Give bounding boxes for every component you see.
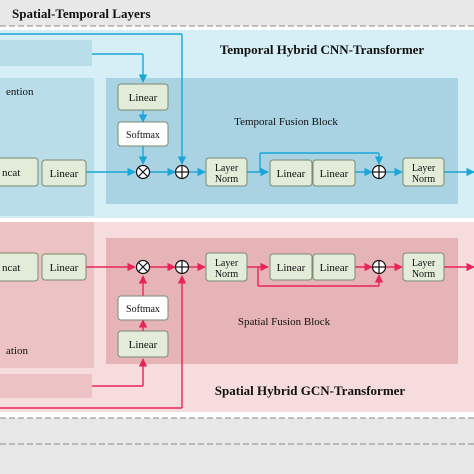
spatial-add-icon-1 xyxy=(174,259,190,275)
spatial-layernorm-2-box xyxy=(402,252,445,282)
temporal-softmax-box xyxy=(117,121,169,147)
temporal-add-icon-1 xyxy=(174,164,190,180)
temporal-add-icon-2 xyxy=(371,164,387,180)
temporal-attention-partial: ention xyxy=(6,86,34,98)
temporal-attention-panel xyxy=(0,78,94,216)
spatial-linear-main-label: Linear xyxy=(50,262,79,274)
temporal-linear-top-box xyxy=(117,83,169,111)
temporal-softmax-label: Softmax xyxy=(126,130,160,141)
spatial-concat-label: ncat xyxy=(2,262,20,274)
spatial-linear-ffn-1-label: Linear xyxy=(277,262,306,274)
spatial-title: Spatial Hybrid GCN-Transformer xyxy=(215,383,406,398)
spatial-linear-ffn-1-box xyxy=(269,253,313,281)
spatial-multiply-icon xyxy=(135,259,151,275)
temporal-layernorm-2-box xyxy=(402,157,445,187)
spatial-connections xyxy=(0,262,474,409)
temporal-title: Temporal Hybrid CNN-Transformer xyxy=(220,42,425,57)
spatial-bottom-strip xyxy=(0,374,92,398)
spatial-fusion-label: Spatial Fusion Block xyxy=(238,316,331,328)
spatial-add-icon-2 xyxy=(371,259,387,275)
spatial-softmax-box xyxy=(117,295,169,321)
spatial-concat-box xyxy=(0,252,39,282)
temporal-linear-ffn-1-label: Linear xyxy=(277,168,306,180)
temporal-multiply-icon xyxy=(135,164,151,180)
temporal-linear-ffn-1-box xyxy=(269,159,313,187)
spatial-linear-ffn-2-label: Linear xyxy=(320,262,349,274)
temporal-linear-top-label: Linear xyxy=(129,92,158,104)
header-title: Spatial-Temporal Layers xyxy=(12,6,151,21)
spatial-linear-ffn-2-box xyxy=(312,253,356,281)
temporal-linear-main-label: Linear xyxy=(50,168,79,180)
spatial-aggregation-panel xyxy=(0,222,94,368)
temporal-linear-ffn-2-box xyxy=(312,159,356,187)
spatial-softmax-label: Softmax xyxy=(126,304,160,315)
spatial-linear-main-box xyxy=(41,253,87,281)
temporal-layernorm-1-box xyxy=(205,157,248,187)
temporal-linear-ffn-2-label: Linear xyxy=(320,168,349,180)
temporal-connections xyxy=(0,33,474,177)
temporal-concat-label: ncat xyxy=(2,167,20,179)
spatial-layernorm-1-box xyxy=(205,252,248,282)
temporal-top-strip xyxy=(0,40,92,66)
temporal-linear-main-box xyxy=(41,159,87,187)
temporal-concat-box xyxy=(0,157,39,187)
temporal-fusion-label: Temporal Fusion Block xyxy=(234,116,338,128)
spatial-linear-bottom-label: Linear xyxy=(129,339,158,351)
spatial-linear-bottom-box xyxy=(117,330,169,358)
spatial-aggregation-partial: ation xyxy=(6,345,28,357)
